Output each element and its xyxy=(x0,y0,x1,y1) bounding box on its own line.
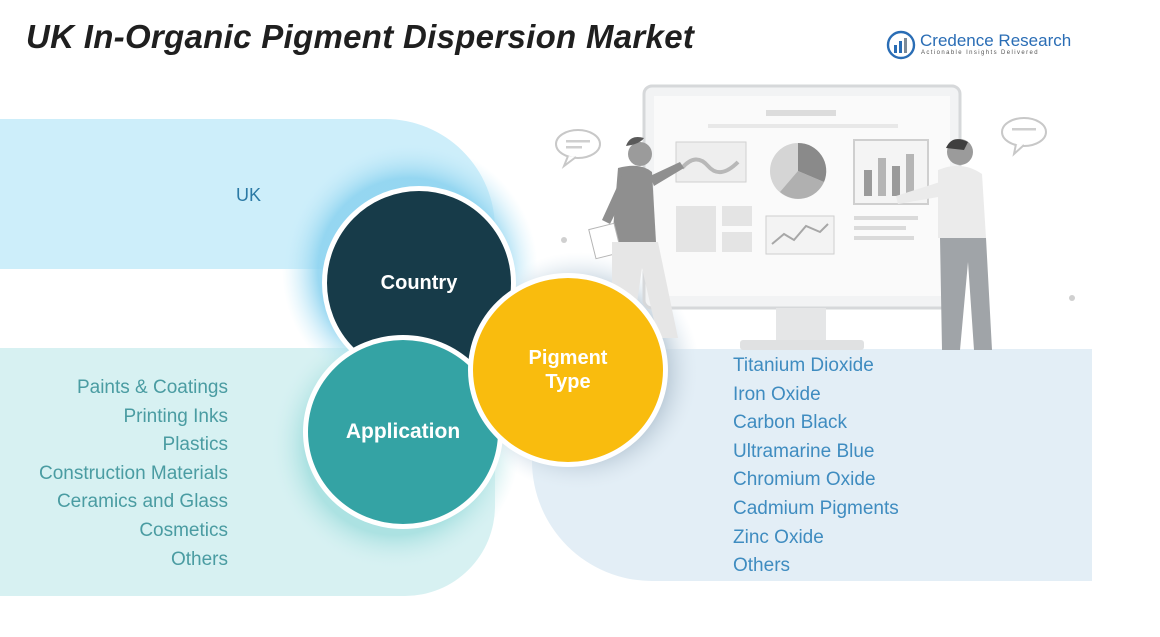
text-lines-icon xyxy=(854,216,918,240)
list-item: Chromium Oxide xyxy=(733,469,876,491)
list-item: Others xyxy=(170,548,228,570)
pie-chart-icon xyxy=(770,142,827,199)
list-item: Titanium Dioxide xyxy=(733,355,874,376)
line-chart-icon xyxy=(675,141,747,183)
country-circle-label: Country xyxy=(380,271,458,294)
list-item: Printing Inks xyxy=(123,405,228,427)
pigment-type-circle-label-line1: Pigment xyxy=(528,347,608,369)
list-item: Carbon Black xyxy=(733,412,848,434)
list-item: Iron Oxide xyxy=(733,383,821,405)
list-item: Ceramics and Glass xyxy=(56,491,228,513)
list-item: Cadmium Pigments xyxy=(733,497,899,519)
logo-tagline: Actionable Insights Delivered xyxy=(921,50,1039,56)
pigment-type-circle-label-line2: Type xyxy=(545,371,591,393)
application-list: Paints & Coatings Printing Inks Plastics… xyxy=(39,374,228,574)
list-item: Construction Materials xyxy=(38,462,228,484)
logo-name: Credence Research xyxy=(920,31,1072,50)
country-item: UK xyxy=(236,185,262,205)
speech-bubble-icon xyxy=(555,117,1047,169)
list-item: Cosmetics xyxy=(139,519,228,541)
list-item: Paints & Coatings xyxy=(76,377,228,398)
list-item: Others xyxy=(733,555,791,577)
credence-research-logo: Credence Research Actionable Insights De… xyxy=(886,28,1076,62)
layout-blocks-icon xyxy=(676,206,752,252)
logo-mark-icon xyxy=(886,30,916,60)
presentation-illustration xyxy=(555,84,1075,350)
pigment-type-circle: Pigment Type xyxy=(468,273,668,467)
list-item: Zinc Oxide xyxy=(733,526,824,548)
pigment-type-list: Titanium Dioxide Iron Oxide Carbon Black… xyxy=(733,352,899,581)
list-item: Plastics xyxy=(162,434,228,456)
list-item: Ultramarine Blue xyxy=(733,440,875,462)
application-circle-label: Application xyxy=(345,420,461,443)
person-icon xyxy=(896,139,992,350)
page-title: UK In-Organic Pigment Dispersion Market xyxy=(26,18,695,55)
trend-chart-icon xyxy=(765,215,835,255)
